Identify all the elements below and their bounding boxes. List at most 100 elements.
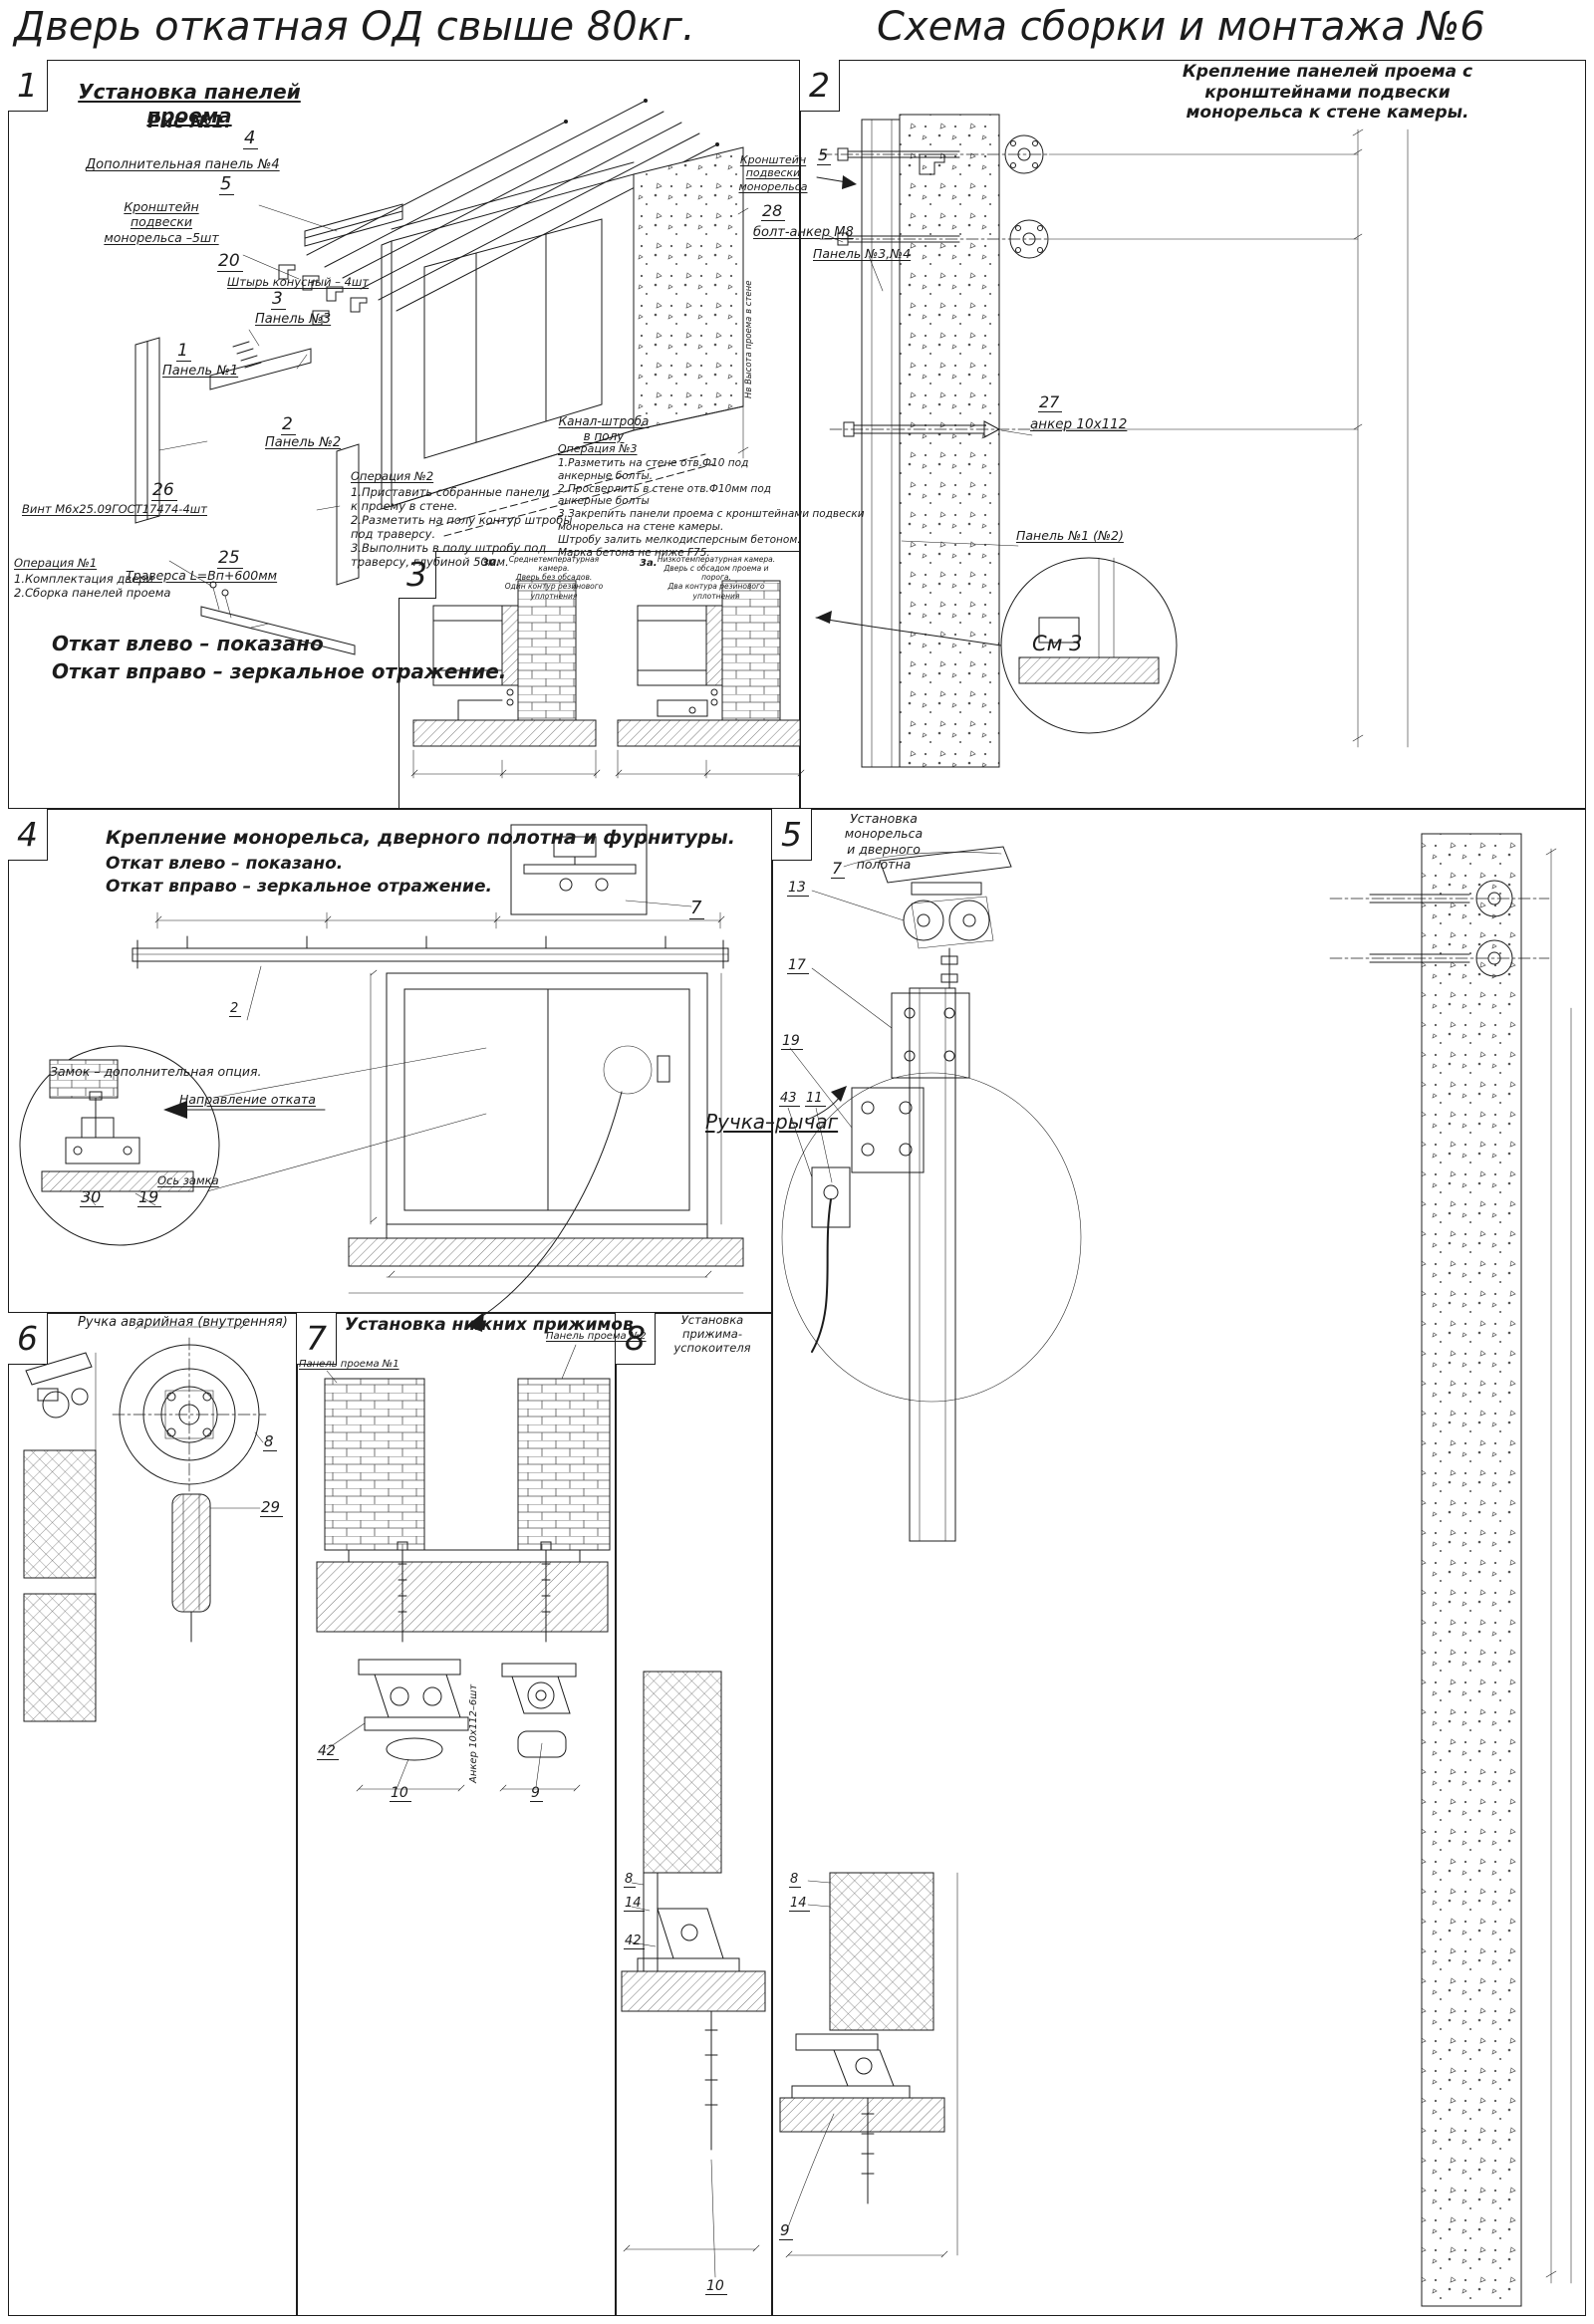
- slide-direction-label: Направление отката: [179, 1092, 316, 1107]
- opening-walls: [324, 1378, 611, 1563]
- panel5-monorail-section-drawing: [779, 833, 1572, 2307]
- fig-right: [615, 580, 805, 779]
- sheet-subtitle: Схема сборки и монтажа №6: [877, 4, 1485, 50]
- panel2-title: Крепление панелей проема с кронштейнами …: [1182, 62, 1473, 124]
- callout-11: 11: [805, 1092, 826, 1107]
- operation2-steps: 1.Приставить собранные панели к проему в…: [351, 485, 573, 570]
- dimension-lines: [1033, 129, 1409, 748]
- door-leaf-front: [348, 972, 744, 1267]
- callout-7-p4: 7: [689, 899, 705, 919]
- callout-7-p5: 7: [831, 860, 846, 879]
- panel-6-number: 6: [8, 1313, 48, 1365]
- wall-and-panel-section: [861, 114, 1000, 768]
- callout-10-p7: 10: [390, 1786, 411, 1802]
- handle-grip: [171, 1493, 211, 1643]
- panel5-title: Установка монорельса и дверного полотна: [844, 811, 924, 872]
- panels-3-4-label: Панель №3,№4: [813, 246, 912, 261]
- floor-detail-circle: [815, 557, 1178, 734]
- callout-25: 25: [217, 549, 243, 569]
- callout-43: 43: [779, 1092, 800, 1107]
- panel-no3-label: Панель №3: [255, 312, 332, 327]
- callout-3: 3: [271, 290, 286, 310]
- panel4-note-right: Откат вправо – зеркальное отражение.: [106, 877, 492, 897]
- monorail-dimension: [154, 911, 725, 929]
- operation3-steps: 1.Разметить на стене отв.Ф10 под анкерны…: [558, 457, 865, 559]
- panel-2-number: 2: [800, 60, 840, 112]
- slide-left-note: Откат влево – показано: [52, 632, 324, 655]
- callout-8-p5: 8: [789, 1873, 802, 1888]
- see-detail-3-label: См 3: [1032, 632, 1083, 655]
- lever-handle-assembly: [781, 1072, 1082, 1403]
- panel6-title: Ручка аварийная (внутренняя): [78, 1315, 288, 1330]
- projection-leaders: [206, 965, 487, 1192]
- callout-5-p2: 5: [817, 146, 832, 165]
- callout-8-p8: 8: [624, 1873, 637, 1888]
- callout-19-p4: 19: [137, 1188, 162, 1207]
- wall-anchors: [1329, 880, 1550, 977]
- monorail-bar: [132, 935, 729, 969]
- callout-19-p5: 19: [781, 1034, 803, 1050]
- callout-2-p4: 2: [229, 1002, 242, 1017]
- floor-channel: [435, 453, 714, 537]
- camera-wall: [1421, 833, 1522, 2307]
- callout-27: 27: [1038, 393, 1063, 412]
- panel1-title: Установка панелей проема: [78, 80, 301, 129]
- panel1-figure-label: Рис №1.: [147, 112, 231, 132]
- callout-9-p7: 9: [530, 1786, 543, 1802]
- callout-26: 26: [151, 481, 177, 501]
- panel-4-number: 4: [8, 809, 48, 861]
- exploded-parts: [134, 203, 403, 655]
- fig-3a-caption: Низкотемпературная камера. Дверь с обсад…: [657, 555, 776, 601]
- opening-height-note: Нв Высота проема в стене: [744, 280, 754, 398]
- right-clamp-detail: [501, 1663, 577, 1758]
- panel-5-frame: [772, 809, 1586, 2316]
- callout-14-p5: 14: [789, 1897, 810, 1912]
- sheet-title: Дверь откатная ОД свыше 80кг.: [14, 4, 695, 50]
- lock-detail-circle: [19, 1045, 220, 1246]
- panel-1-number: 1: [8, 60, 48, 112]
- panel-1-2-label: Панель №1 (№2): [1016, 528, 1124, 543]
- fig-left: [410, 580, 601, 779]
- panel-2-frame: [800, 60, 1586, 809]
- fig-30-number: 30.: [482, 558, 500, 569]
- panel7-bottom-clamps-drawing: [316, 1344, 611, 1792]
- panel1-isometric-drawing: [134, 99, 749, 655]
- panel8-title: Установка прижима-успокоителя: [673, 1313, 751, 1356]
- panel5-dimensions: [785, 848, 1572, 2284]
- callout-8-p6: 8: [263, 1433, 277, 1451]
- door-edge-sections: [23, 1352, 97, 1722]
- door-dimensions: [348, 969, 744, 1294]
- panel4-note-left: Откат влево – показано.: [106, 854, 344, 874]
- callout-10-p8: 10: [705, 2279, 727, 2295]
- panel-7-frame: [297, 1313, 616, 2316]
- screw-label: Винт М6х25.09ГОСТ17474-4шт: [22, 502, 207, 516]
- leader-lines: [158, 204, 749, 629]
- callout-14-p8: 14: [624, 1897, 645, 1912]
- callout-1: 1: [176, 342, 191, 362]
- bottom-guide-detail: [779, 1872, 945, 2204]
- anchor-qty-label: Анкер 10х112–6шт: [468, 1683, 479, 1783]
- panel-8-number: 8: [616, 1313, 656, 1365]
- cone-pin-label: Штырь конусный – 4шт: [227, 275, 370, 289]
- hanger-bracket: [919, 153, 945, 175]
- panel-8-frame: [616, 1313, 772, 2316]
- monorail-section-detail: [510, 824, 692, 915]
- panel7-dimensions-leaders: [326, 1344, 581, 1792]
- callout-30: 30: [80, 1188, 105, 1207]
- panel-4-frame: [8, 809, 772, 1313]
- panel-7-number: 7: [297, 1313, 337, 1365]
- panel4-title: Крепление монорельса, дверного полотна и…: [106, 827, 735, 849]
- callout-17: 17: [787, 958, 809, 974]
- lever-handle-label: Ручка–рычаг: [705, 1110, 839, 1134]
- callout-42-p7: 42: [317, 1744, 339, 1760]
- panel-3-number: 3: [398, 551, 436, 599]
- panel8-dimensions-leaders: [623, 1882, 760, 2278]
- callout-13: 13: [787, 881, 809, 897]
- operation2-title: Операция №2: [351, 469, 434, 483]
- slide-right-note: Откат вправо – зеркальное отражение.: [52, 659, 507, 683]
- callout-2: 2: [281, 415, 296, 435]
- fig-30-caption: Среднетемпературная камера. Дверь без об…: [504, 555, 604, 601]
- callout-4: 4: [243, 129, 259, 149]
- anchor-label: анкер 10х112: [1030, 416, 1128, 432]
